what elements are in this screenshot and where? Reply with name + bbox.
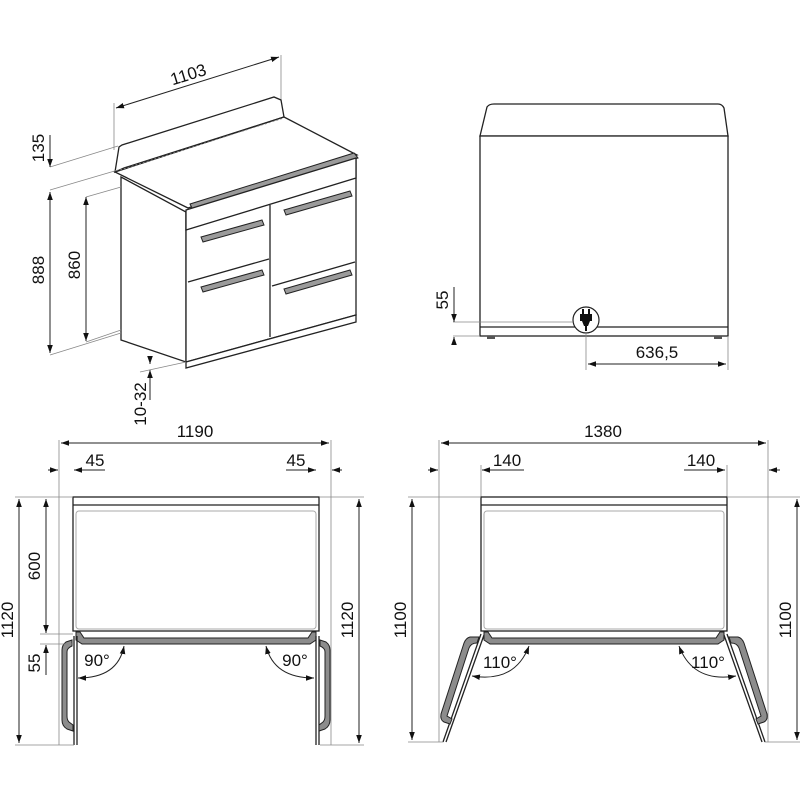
backsplash-side (479, 103, 729, 137)
right-door-handle (318, 639, 331, 732)
door-bottom (483, 631, 725, 645)
plug-height-label: 55 (433, 291, 452, 310)
foot (714, 336, 722, 339)
left-total-depth-label: 1120 (0, 602, 17, 639)
right-clearance-label: 140 (687, 451, 715, 470)
top-view-110: 1380 140 140 110° 110° 1100 (391, 422, 800, 743)
width-dimension-line (115, 56, 280, 109)
cabinet-side (120, 175, 187, 363)
backsplash (114, 96, 285, 174)
extension-line (49, 332, 122, 356)
body-height-label: 860 (65, 251, 84, 279)
right-total-depth-label: 1120 (338, 602, 357, 639)
cooktop-outline (483, 510, 725, 630)
cooktop-outline (75, 510, 317, 630)
plinth (185, 314, 357, 369)
left-clearance-label: 140 (493, 451, 521, 470)
door-gap-label: 55 (25, 654, 44, 673)
extension-line (139, 361, 187, 373)
left-angle-label: 110° (483, 653, 517, 672)
extension-line (85, 186, 122, 198)
total-height-label: 888 (29, 256, 48, 284)
top-view-90: 1190 45 45 90° 90° 600 55 (0, 422, 364, 746)
foot (487, 336, 495, 339)
left-clearance-label: 45 (86, 451, 105, 470)
right-clearance-label: 45 (287, 451, 306, 470)
left-door-split (187, 258, 270, 283)
cooktop-edge (119, 117, 285, 171)
right-angle-label: 90° (282, 651, 308, 670)
extension-line (49, 145, 119, 168)
left-angle-arc (471, 645, 530, 681)
cabinet-side-profile (479, 135, 729, 337)
extension-line (85, 329, 122, 343)
perspective-view: 1103 135 888 860 (29, 55, 359, 426)
left-angle-label: 90° (84, 651, 110, 670)
left-door-handle (440, 636, 480, 725)
side-view: 55 636,5 (433, 103, 729, 370)
left-door-handle (61, 639, 74, 732)
right-total-depth-label: 1100 (776, 602, 795, 639)
plug-icon (572, 306, 600, 334)
backsplash-height-label: 135 (29, 134, 48, 162)
door-handle (200, 219, 265, 243)
total-width-label: 1190 (177, 422, 214, 441)
left-angle-arc (77, 645, 126, 681)
door-handle (283, 269, 353, 295)
feet-adjust-label: 10-32 (131, 382, 150, 425)
right-angle-label: 110° (691, 653, 725, 672)
right-door-handle (728, 636, 768, 725)
door-handle (200, 269, 265, 293)
extension-line (49, 169, 119, 191)
right-angle-arc (265, 645, 315, 681)
cooktop-surface (113, 116, 359, 209)
left-total-depth-label: 1100 (391, 602, 410, 639)
depth-label: 600 (25, 552, 44, 580)
right-door-split (271, 261, 356, 287)
control-strip (185, 157, 357, 231)
plug-offset-label: 636,5 (636, 343, 679, 362)
total-width-label: 1380 (584, 422, 622, 441)
door-handle (283, 190, 353, 216)
cabinet-top (72, 496, 320, 632)
cabinet-top (480, 496, 728, 632)
right-angle-arc (678, 645, 737, 681)
door-bottom (75, 631, 317, 645)
